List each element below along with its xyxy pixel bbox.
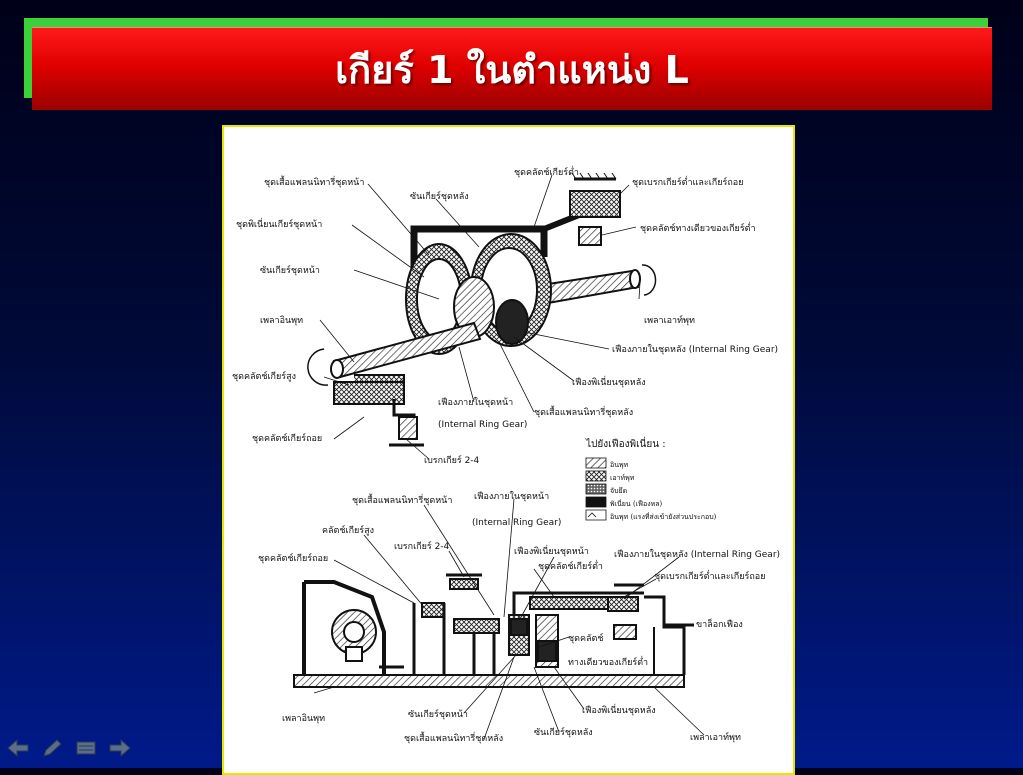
label-top-input-shaft: เพลาอินพุท: [260, 315, 303, 326]
label-top-low-reverse-brake: ชุดเบรกเกียร์ต่ำและเกียร์ถอย: [632, 175, 743, 188]
title-bar: เกียร์ 1 ในตำแหน่ง L: [32, 27, 992, 110]
label-bottom-reverse-clutch: ชุดคลัตช์เกียร์ถอย: [258, 552, 328, 564]
gearset-cross-section-schematic: [293, 573, 694, 688]
legend-title: ไปยังเฟืองพิเนี่ยน :: [585, 436, 666, 450]
arrow-right-icon[interactable]: [108, 738, 132, 758]
legend-swatch-reaction: [585, 509, 607, 521]
label-bottom-input-shaft: เพลาอินพุท: [282, 713, 325, 724]
leader-lines-top: [319, 174, 641, 460]
label-top-rear-internal-gear: เฟืองภายในชุดหลัง (Internal Ring Gear): [612, 344, 778, 355]
legend-swatch-pinion: [585, 496, 607, 508]
leader-lines-bottom: [313, 498, 705, 740]
label-bottom-front-internal-gear: เฟืองภายในชุดหน้า: [474, 491, 549, 502]
legend-label-held: จับยึด: [610, 486, 627, 495]
label-bottom-front-pinion: เฟืองพิเนี่ยนชุดหน้า: [514, 544, 589, 557]
legend-label-reaction: อินพุท (แรงที่ส่งเข้ายังส่วนประกอบ): [610, 512, 717, 521]
menu-icon[interactable]: [74, 738, 98, 758]
label-bottom-front-carrier: ชุดเสื้อแพลนนิทารี่ชุดหน้า: [352, 493, 452, 506]
label-top-low-clutch: ชุดคลัตช์เกียร์ต่ำ: [514, 165, 579, 178]
pattern-legend: ไปยังเฟืองพิเนี่ยน : อินพุท เอาท์พุท จับ…: [585, 436, 717, 521]
label-top-brake-2-4: เบรกเกียร์ 2-4: [424, 454, 480, 466]
transmission-figure: ชุดเสื้อแพลนนิทารี่ชุดหน้า ชุดคลัตช์เกีย…: [222, 125, 795, 775]
legend-swatch-input: [585, 457, 607, 469]
label-top-front-carrier: ชุดเสื้อแพลนนิทารี่ชุดหน้า: [264, 175, 364, 188]
label-bottom-rear-pinion: เฟืองพิเนี่ยนชุดหลัง: [582, 703, 656, 716]
label-bottom-parking-pawl: ขาล็อกเฟือง: [696, 617, 743, 630]
label-bottom-front-sun-gear: ซันเกียร์ชุดหน้า: [408, 708, 468, 720]
legend-label-input: อินพุท: [610, 461, 629, 469]
legend-label-pinion: พิเนี่ยน (เฟืองหล): [610, 499, 663, 508]
label-bottom-rear-internal-gear: เฟืองภายในชุดหลัง (Internal Ring Gear): [614, 549, 780, 560]
legend-swatch-held: [585, 483, 607, 495]
label-bottom-front-internal-gear-en: (Internal Ring Gear): [472, 518, 561, 528]
label-top-one-way-clutch: ชุดคลัตช์ทางเดียวของเกียร์ต่ำ: [640, 221, 756, 234]
legend-swatch-output: [585, 470, 607, 482]
label-top-rear-carrier: ชุดเสื้อแพลนนิทารี่ชุดหลัง: [534, 405, 633, 418]
label-top-reverse-clutch: ชุดคลัตช์เกียร์ถอย: [252, 432, 322, 444]
label-bottom-output-shaft: เพลาเอาท์พุท: [690, 731, 741, 743]
label-top-rear-pinion: เฟืองพิเนี่ยนชุดหลัง: [572, 375, 646, 388]
slide-navigation: [6, 738, 132, 758]
label-bottom-one-way-clutch-b: ทางเดียวของเกียร์ต่ำ: [568, 655, 648, 668]
label-bottom-brake-2-4: เบรกเกียร์ 2-4: [394, 540, 450, 552]
label-bottom-rear-sun-gear: ซันเกียร์ชุดหลัง: [534, 726, 593, 738]
label-top-high-clutch: ชุดคลัตช์เกียร์สูง: [232, 370, 296, 382]
label-top-front-pinion: ชุดพิเนี่ยนเกียร์ชุดหน้า: [236, 217, 322, 230]
label-bottom-rear-carrier: ชุดเสื้อแพลนนิทารี่ชุดหลัง: [404, 731, 503, 744]
label-top-output-shaft: เพลาเอาท์พุท: [644, 314, 695, 326]
label-top-front-internal-gear: เฟืองภายในชุดหน้า: [438, 397, 513, 408]
label-bottom-low-clutch: ชุดคลัตช์เกียร์ต่ำ: [538, 559, 603, 572]
label-bottom-high-clutch: คลัตช์เกียร์สูง: [322, 524, 374, 536]
label-top-front-sun-gear: ซันเกียร์ชุดหน้า: [260, 264, 320, 276]
pen-icon[interactable]: [40, 738, 64, 758]
label-bottom-low-reverse-brake: ชุดเบรกเกียร์ต่ำและเกียร์ถอย: [654, 569, 765, 582]
label-top-rear-sun-gear: ซันเกียร์ชุดหลัง: [410, 190, 469, 202]
slide-title: เกียร์ 1 ในตำแหน่ง L: [335, 47, 689, 92]
label-top-front-internal-gear-en: (Internal Ring Gear): [438, 420, 527, 430]
label-bottom-one-way-clutch-a: ชุดคลัตช์: [568, 632, 603, 644]
legend-label-output: เอาท์พุท: [610, 474, 635, 482]
arrow-left-icon[interactable]: [6, 738, 30, 758]
